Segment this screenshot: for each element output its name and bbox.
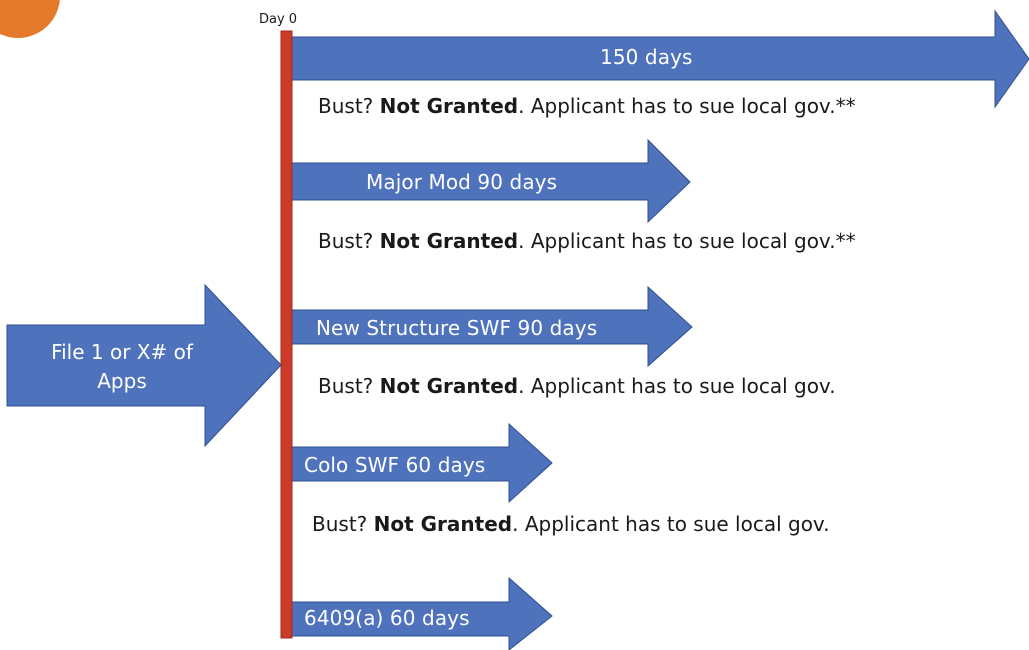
outcome-prefix: Bust? bbox=[318, 374, 374, 398]
outcome-note: . Applicant has to sue local gov. bbox=[518, 374, 836, 398]
track-arrow-new-structure bbox=[284, 285, 693, 368]
track-label-6409a: 6409(a) 60 days bbox=[304, 606, 470, 630]
track-label-colo-swf: Colo SWF 60 days bbox=[304, 453, 486, 477]
track-arrow-major-mod bbox=[284, 138, 691, 224]
outcome-status: Not Granted bbox=[373, 512, 513, 536]
outcome-note: . Applicant has to sue local gov.** bbox=[518, 229, 856, 253]
corner-badge bbox=[0, 0, 60, 38]
outcome-note: . Applicant has to sue local gov.** bbox=[518, 94, 856, 118]
outcome-status: Not Granted bbox=[379, 229, 519, 253]
outcome-prefix: Bust? bbox=[312, 512, 368, 536]
day-zero-label: Day 0 bbox=[259, 12, 298, 27]
track-label-150-days: 150 days bbox=[600, 45, 693, 69]
outcome-status: Not Granted bbox=[379, 94, 519, 118]
outcome-prefix: Bust? bbox=[318, 94, 374, 118]
outcome-note: . Applicant has to sue local gov. bbox=[512, 512, 830, 536]
track-outcome-colo-swf: Bust? Not Granted. Applicant has to sue … bbox=[312, 514, 830, 534]
track-label-new-structure: New Structure SWF 90 days bbox=[316, 316, 598, 340]
track-arrow-6409a bbox=[284, 576, 553, 650]
track-arrow-colo-swf bbox=[284, 422, 553, 504]
track-outcome-new-structure: Bust? Not Granted. Applicant has to sue … bbox=[318, 376, 836, 396]
source-arrow-label: File 1 or X# of Apps bbox=[51, 340, 193, 393]
track-outcome-150-days: Bust? Not Granted. Applicant has to sue … bbox=[318, 96, 856, 116]
outcome-status: Not Granted bbox=[379, 374, 519, 398]
timeline-bar bbox=[280, 30, 293, 639]
outcome-prefix: Bust? bbox=[318, 229, 374, 253]
source-arrow bbox=[6, 283, 282, 448]
track-arrow-150-days bbox=[284, 9, 1029, 109]
track-label-major-mod: Major Mod 90 days bbox=[366, 170, 558, 194]
track-outcome-major-mod: Bust? Not Granted. Applicant has to sue … bbox=[318, 231, 856, 251]
